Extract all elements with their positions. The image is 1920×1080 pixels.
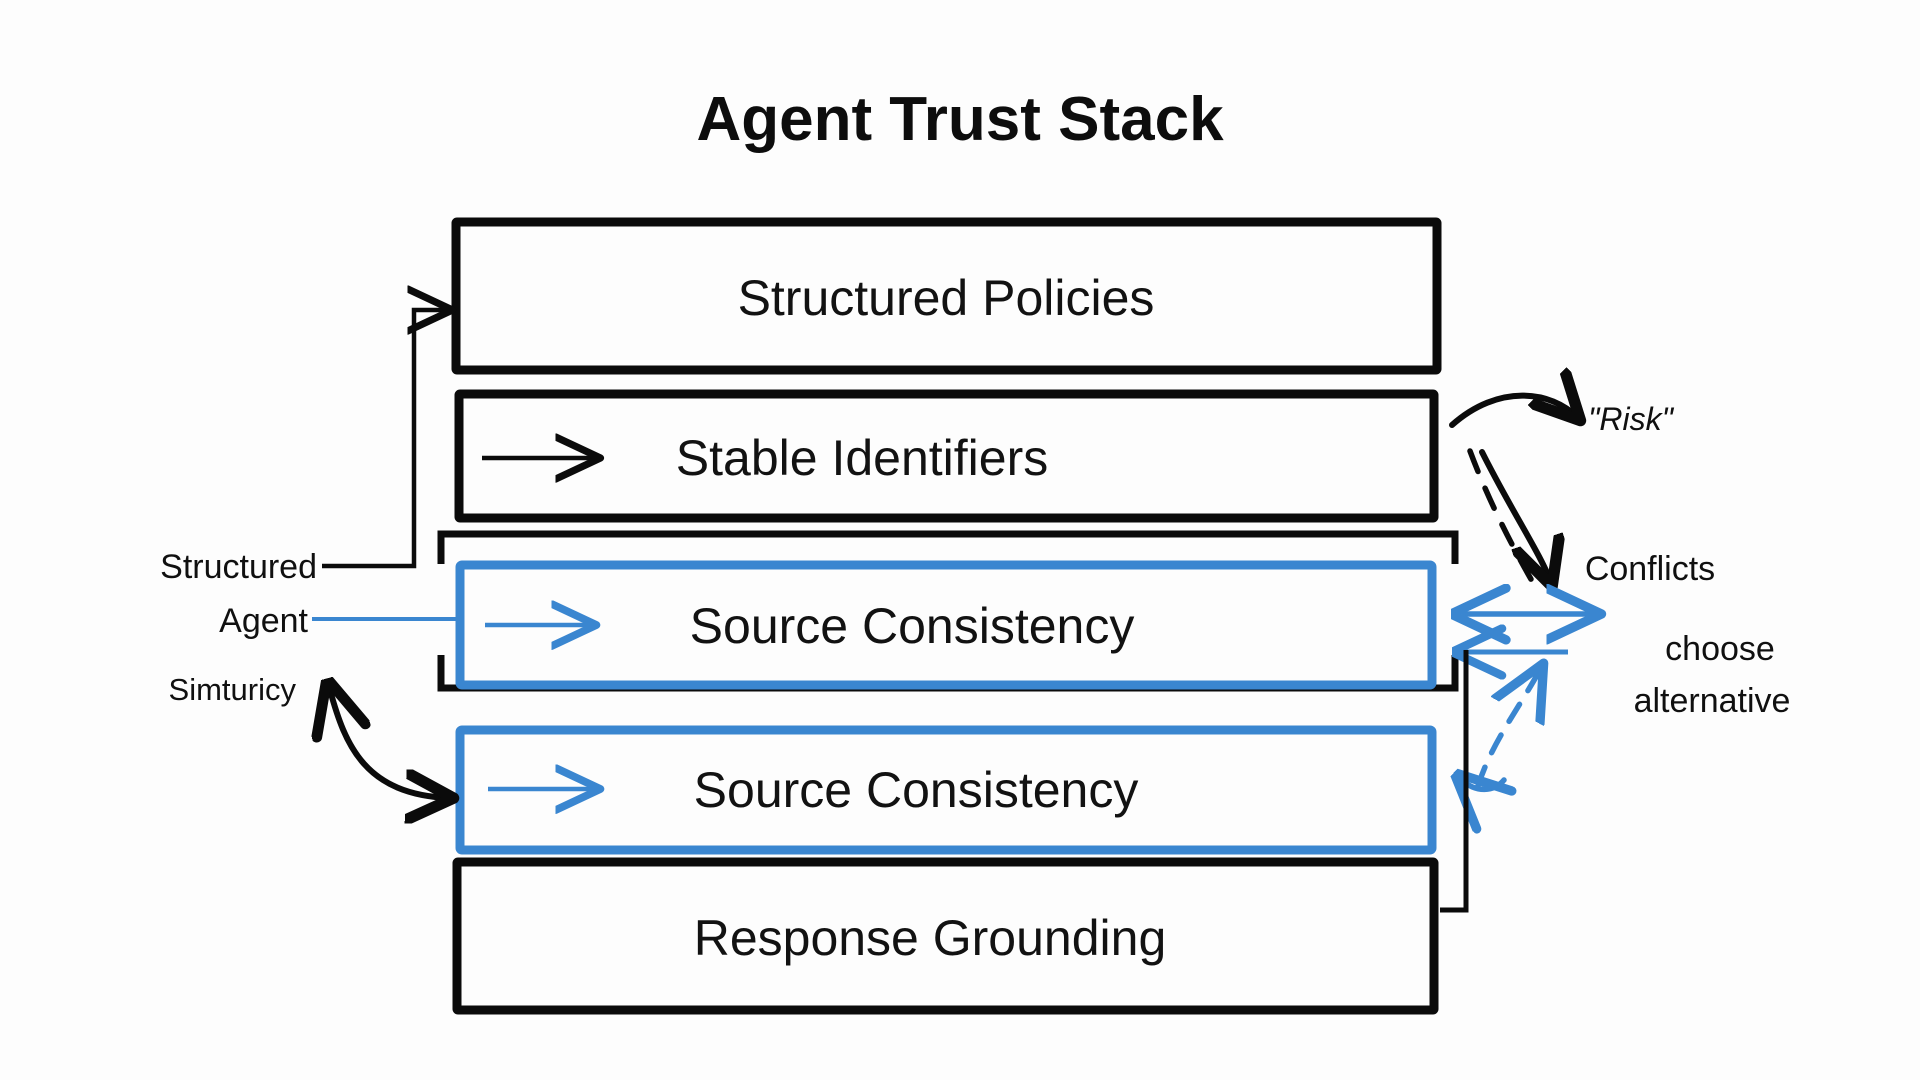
connector-to-risk-label (1449, 396, 1578, 428)
connector-risk-to-conflicts (1479, 449, 1551, 583)
page-title: Agent Trust Stack (696, 85, 1224, 154)
layer-box-source-consistency-2[interactable] (455, 725, 1437, 855)
layer-label-structured-policies: Structured Policies (738, 270, 1155, 326)
layer-label-stable-identifiers: Stable Identifiers (676, 430, 1048, 486)
bracket-top-source-consistency (437, 530, 1459, 564)
left-label-simturicy: Simturicy (169, 672, 297, 707)
connector-risk-dashed-curve (1467, 448, 1539, 591)
connector-structured-to-policies (322, 310, 448, 569)
layer-box-response-grounding[interactable] (452, 857, 1439, 1015)
layer-box-source-consistency-1[interactable] (455, 560, 1437, 690)
layer-label-response-grounding: Response Grounding (694, 910, 1167, 966)
layer-box-stable-identifiers[interactable] (454, 389, 1439, 523)
left-label-structured: Structured (160, 548, 317, 586)
right-label-conflicts: Conflicts (1585, 550, 1715, 588)
layer-label-source-consistency-1: Source Consistency (690, 598, 1135, 654)
connector-elbow-to-response-grounding (1440, 650, 1469, 913)
right-label-alternative: alternative (1634, 682, 1791, 720)
layer-label-source-consistency-2: Source Consistency (694, 762, 1139, 818)
right-label-choose: choose (1665, 630, 1775, 668)
connector-blue-dashed-up-curve (1475, 668, 1541, 789)
right-label-risk: "Risk" (1588, 401, 1675, 437)
connector-simturicy-to-source-consistency-2 (330, 690, 450, 798)
left-label-agent: Agent (219, 602, 308, 640)
